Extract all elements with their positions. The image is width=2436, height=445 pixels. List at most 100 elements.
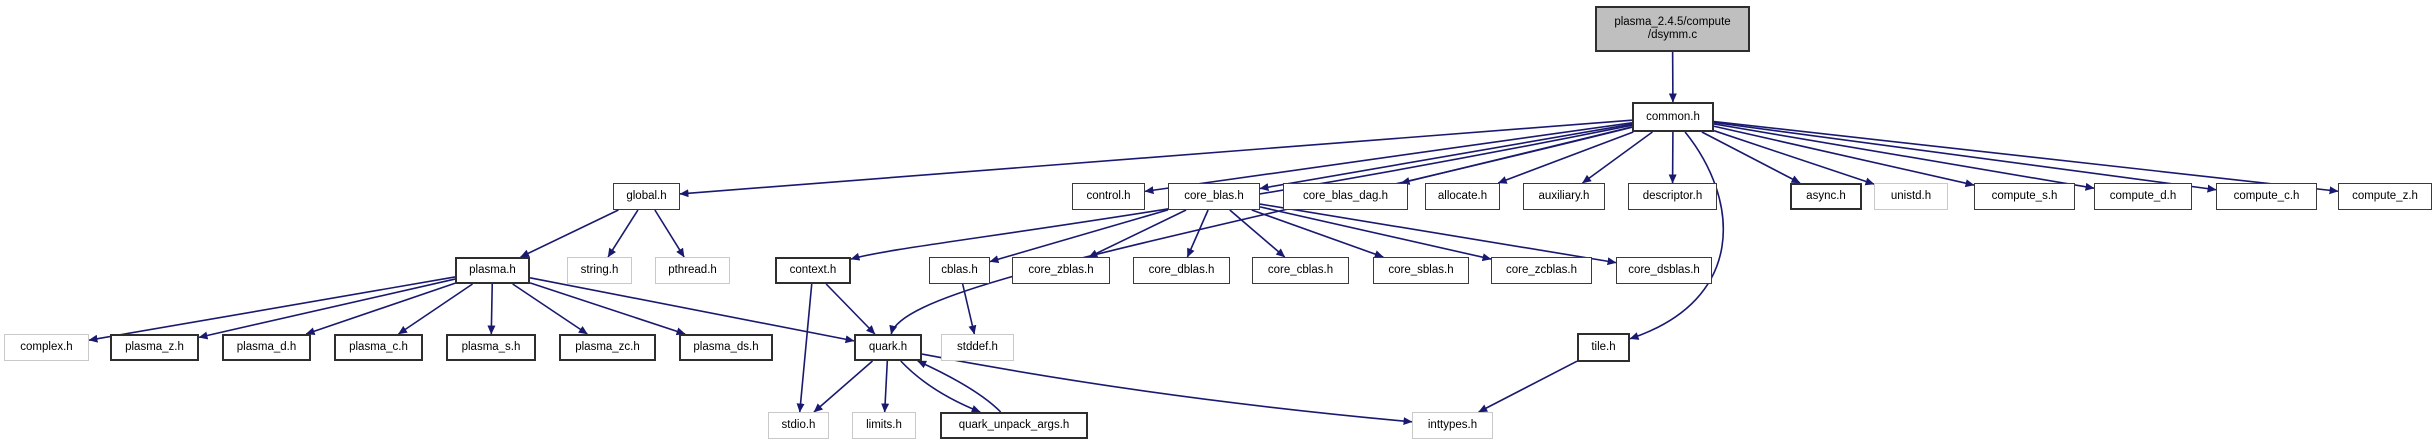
node-common[interactable]: common.h — [1632, 102, 1714, 132]
edge-plasma-to-plasma_zc — [512, 283, 588, 335]
edge-common-to-context — [850, 124, 1633, 261]
edge-common-to-core_blas — [1259, 123, 1633, 192]
edge-plasma-to-plasma_s — [487, 283, 496, 335]
edge-core_blas-to-core_dsblas — [1259, 203, 1617, 266]
node-label: core_dblas.h — [1148, 264, 1215, 276]
node-plasma-zc[interactable]: plasma_zc.h — [559, 334, 656, 361]
node-allocate[interactable]: allocate.h — [1425, 183, 1500, 210]
node-label: tile.h — [1591, 341, 1616, 353]
edge-common-to-auxiliary — [1582, 131, 1653, 184]
node-core-sblas[interactable]: core_sblas.h — [1373, 257, 1469, 284]
edge-cblas-to-stddef — [961, 283, 977, 335]
node-compute-s[interactable]: compute_s.h — [1974, 183, 2075, 210]
edge-plasma-to-complex — [88, 276, 456, 343]
edge-qua-to-quark — [917, 360, 1002, 413]
edge-core_blas-to-core_cblas — [1229, 209, 1286, 258]
node-qua[interactable]: quark_unpack_args.h — [940, 412, 1088, 439]
node-label: core_blas_dag.h — [1302, 190, 1389, 202]
node-label: plasma_s.h — [461, 341, 521, 353]
node-core-dsblas[interactable]: core_dsblas.h — [1616, 257, 1712, 284]
edge-core_blas-to-core_zcblas — [1259, 206, 1492, 262]
node-label: global.h — [626, 190, 667, 202]
edge-core_blas-to-core_sblas — [1251, 209, 1384, 258]
edge-global-to-pthread — [654, 209, 685, 258]
edge-quark-to-stdio — [813, 360, 874, 413]
node-auxiliary[interactable]: auxiliary.h — [1523, 183, 1605, 210]
edge-quark-to-limits — [881, 360, 890, 413]
node-async[interactable]: async.h — [1790, 183, 1862, 210]
node-tile[interactable]: tile.h — [1577, 333, 1630, 362]
node-label: core_blas.h — [1184, 190, 1244, 202]
node-label: pthread.h — [668, 264, 717, 276]
node-label: core_zcblas.h — [1506, 264, 1577, 276]
edge-common-to-compute_z — [1713, 120, 2339, 195]
node-control[interactable]: control.h — [1072, 183, 1145, 210]
node-label: auxiliary.h — [1538, 190, 1590, 202]
node-label: core_cblas.h — [1267, 264, 1334, 276]
node-stdio: stdio.h — [768, 412, 829, 439]
node-plasma-d[interactable]: plasma_d.h — [222, 334, 311, 361]
edge-common-to-control — [1144, 121, 1633, 195]
edge-common-to-async — [1701, 131, 1801, 184]
edge-core_blas-to-core_dblas — [1186, 209, 1209, 258]
edge-global-to-string — [607, 209, 639, 258]
node-root: plasma_2.4.5/compute/dsymm.c — [1595, 6, 1750, 52]
node-label: complex.h — [20, 341, 73, 353]
node-plasma[interactable]: plasma.h — [455, 257, 530, 284]
node-label: common.h — [1646, 110, 1700, 123]
node-compute-z[interactable]: compute_z.h — [2338, 183, 2432, 210]
node-label: stdio.h — [781, 419, 816, 431]
node-label: core_zblas.h — [1028, 264, 1094, 276]
edge-common-to-compute_s — [1713, 125, 1975, 188]
node-context[interactable]: context.h — [775, 257, 851, 284]
edge-context-to-stdio — [796, 283, 813, 413]
node-label: core_dsblas.h — [1628, 264, 1700, 276]
node-label: limits.h — [866, 419, 902, 431]
node-label: core_sblas.h — [1388, 264, 1454, 276]
node-global[interactable]: global.h — [613, 183, 680, 210]
node-label: plasma_z.h — [125, 341, 184, 353]
node-plasma-ds[interactable]: plasma_ds.h — [679, 334, 773, 361]
edge-common-to-tile — [1629, 131, 1725, 340]
edge-context-to-quark — [825, 283, 876, 335]
node-stddef: stddef.h — [941, 334, 1014, 361]
node-label: string.h — [580, 264, 619, 276]
edge-common-to-compute_c — [1713, 121, 2217, 193]
node-core-dblas[interactable]: core_dblas.h — [1133, 257, 1230, 284]
node-core-blas-dag[interactable]: core_blas_dag.h — [1283, 183, 1408, 210]
node-core-zcblas[interactable]: core_zcblas.h — [1491, 257, 1592, 284]
node-plasma-c[interactable]: plasma_c.h — [334, 334, 423, 361]
node-complex: complex.h — [4, 334, 89, 361]
node-descriptor[interactable]: descriptor.h — [1628, 183, 1717, 210]
node-label: plasma_d.h — [236, 341, 297, 353]
edge-quark-to-qua — [900, 360, 981, 413]
node-pthread: pthread.h — [655, 257, 730, 284]
edge-common-to-unistd — [1713, 129, 1875, 186]
node-label: compute_c.h — [2233, 190, 2300, 202]
node-plasma-s[interactable]: plasma_s.h — [446, 334, 536, 361]
edge-plasma-to-quark — [529, 277, 855, 344]
node-cblas[interactable]: cblas.h — [929, 257, 990, 284]
node-label: cblas.h — [941, 264, 978, 276]
node-plasma-z[interactable]: plasma_z.h — [110, 334, 199, 361]
node-inttypes: inttypes.h — [1412, 412, 1493, 439]
node-label: quark.h — [868, 341, 908, 353]
node-label: plasma_ds.h — [693, 341, 759, 353]
node-label: plasma.h — [469, 264, 516, 276]
edge-core_blas-to-cblas — [989, 209, 1169, 264]
node-label: compute_z.h — [2352, 190, 2418, 202]
edge-quark-to-inttypes — [921, 353, 1413, 426]
node-compute-c[interactable]: compute_c.h — [2216, 183, 2317, 210]
node-label: quark_unpack_args.h — [958, 419, 1070, 431]
node-quark[interactable]: quark.h — [854, 334, 922, 361]
node-core-cblas[interactable]: core_cblas.h — [1252, 257, 1349, 284]
node-compute-d[interactable]: compute_d.h — [2094, 183, 2192, 210]
node-label: unistd.h — [1890, 190, 1932, 202]
node-core-zblas[interactable]: core_zblas.h — [1012, 257, 1110, 284]
node-label: async.h — [1806, 190, 1846, 202]
node-core-blas[interactable]: core_blas.h — [1168, 183, 1260, 210]
edge-common-to-compute_d — [1713, 123, 2095, 191]
edge-common-to-global — [679, 119, 1633, 198]
